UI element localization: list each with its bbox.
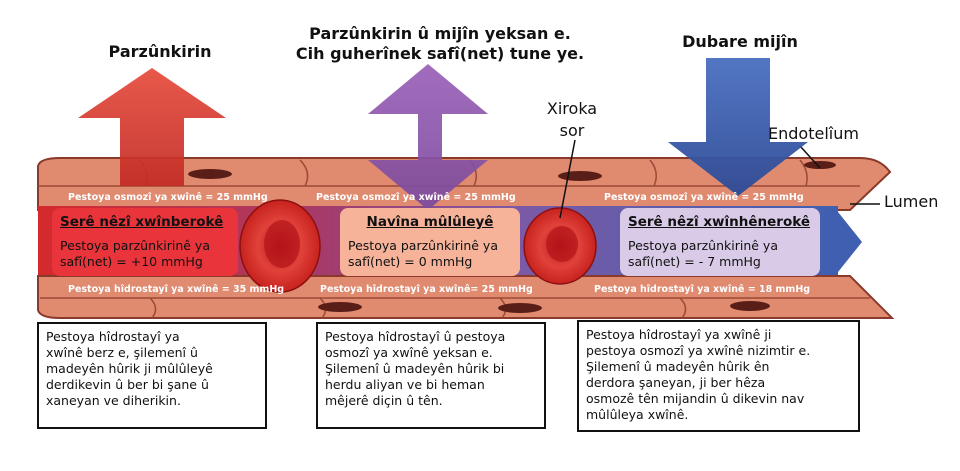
equilibrium-header-line1: Parzûnkirin û mijîn yeksan e. <box>309 24 571 43</box>
endothelium-pointer <box>799 145 821 169</box>
equilibrium-header-line2: Cih guherînek safî(net) tune ye. <box>295 44 585 63</box>
filtration-header: Parzûnkirin <box>108 42 212 61</box>
hydrostatic-pressure-middle: Pestoya hîdrostayî ya xwînê= 25 mmHg <box>320 284 533 295</box>
lumen-label: Lumen <box>884 192 939 211</box>
equilibrium-header: Parzûnkirin û mijîn yeksan e. Cih guherî… <box>270 24 610 64</box>
hydrostatic-pressure-arterial: Pestoya hîdrostayî ya xwînê = 35 mmHg <box>68 284 285 295</box>
mid-capillary-title: Navîna mûlûleyê <box>366 214 494 230</box>
osmotic-pressure-venous: Pestoya osmozî ya xwînê = 25 mmHg <box>604 192 804 203</box>
hydrostatic-pressure-venous: Pestoya hîdrostayî ya xwînê = 18 mmHg <box>594 284 811 295</box>
venous-explanation: Pestoya hîdrostayî ya xwînê ji pestoya o… <box>577 320 860 432</box>
bidirectional-arrow <box>368 64 488 210</box>
rbc-pointer <box>559 139 576 219</box>
middle-explanation: Pestoya hîdrostayî û pestoya osmozî ya x… <box>316 322 546 429</box>
mid-capillary-net-pressure: Pestoya parzûnkirinê ya safî(net) = 0 mm… <box>348 238 498 269</box>
vessel-lower-wall <box>37 275 895 319</box>
venous-end-box: Serê nêzî xwînhênerokê Pestoya parzûnkir… <box>620 208 820 276</box>
osmotic-pressure-middle: Pestoya osmozî ya xwînê = 25 mmHg <box>316 192 516 203</box>
rbc-label: Xiroka sor <box>546 99 598 140</box>
arterial-end-box: Serê nêzî xwînberokê Pestoya parzûnkirin… <box>52 208 238 276</box>
arterial-end-net-pressure: Pestoya parzûnkirinê ya safî(net) = +10 … <box>60 238 210 269</box>
arterial-end-title: Serê nêzî xwînberokê <box>60 214 224 230</box>
red-blood-cell <box>523 207 597 285</box>
red-blood-cell <box>239 199 321 293</box>
mid-capillary-box: Navîna mûlûleyê Pestoya parzûnkirinê ya … <box>340 208 520 276</box>
vessel-upper-wall <box>37 157 892 211</box>
osmotic-pressure-arterial: Pestoya osmozî ya xwînê = 25 mmHg <box>68 192 268 203</box>
reabsorption-header: Dubare mijîn <box>682 32 798 51</box>
arterial-explanation: Pestoya hîdrostayî ya xwînê berz e, şile… <box>37 322 267 429</box>
venous-end-net-pressure: Pestoya parzûnkirinê ya safî(net) = - 7 … <box>628 238 778 269</box>
endothelium-label: Endotelîum <box>768 124 859 143</box>
venous-end-title: Serê nêzî xwînhênerokê <box>628 214 810 230</box>
reabsorption-arrow <box>668 58 808 196</box>
filtration-arrow <box>78 68 226 186</box>
